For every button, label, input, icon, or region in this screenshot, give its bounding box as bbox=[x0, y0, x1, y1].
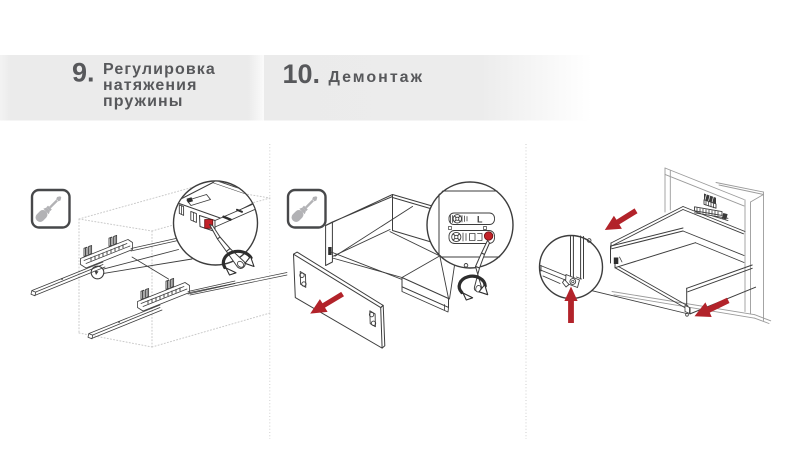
svg-text:9.: 9. bbox=[72, 58, 95, 88]
svg-text:10.: 10. bbox=[283, 59, 321, 89]
svg-text:пружины: пружины bbox=[103, 93, 184, 110]
svg-text:Демонтаж: Демонтаж bbox=[329, 69, 424, 86]
svg-text:натяжения: натяжения bbox=[103, 77, 198, 94]
svg-text:Регулировка: Регулировка bbox=[103, 61, 216, 78]
svg-text:L: L bbox=[477, 215, 483, 225]
